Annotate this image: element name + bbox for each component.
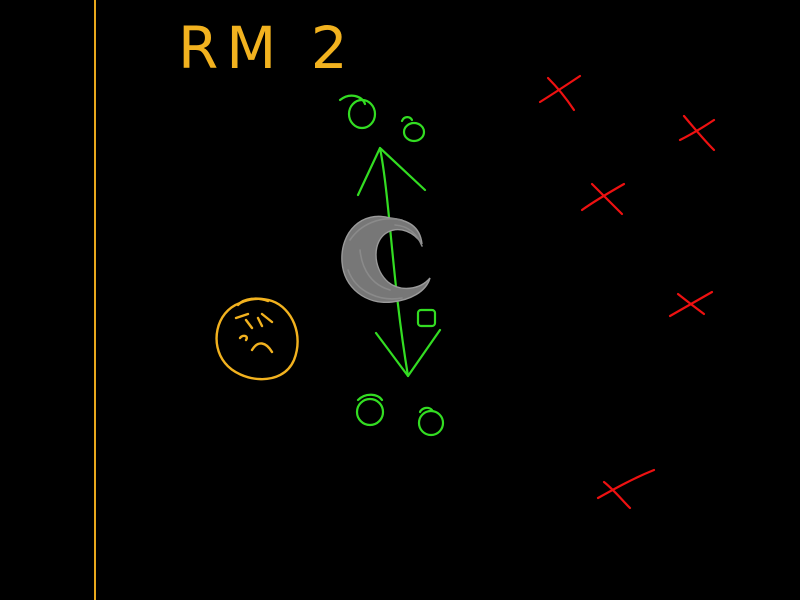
green-marker-bottom-left <box>355 393 385 427</box>
frowning-face-icon <box>215 297 299 381</box>
green-marker-top-left <box>338 94 377 130</box>
x-mark-icon-3 <box>580 182 626 216</box>
x-mark-icon-1 <box>538 74 582 112</box>
room-title: RM 2 <box>178 14 356 82</box>
crescent-icon <box>341 215 431 303</box>
x-mark-icon-2 <box>678 114 716 152</box>
green-marker-top-right <box>400 116 426 143</box>
x-mark-icon-5 <box>596 468 656 510</box>
double-arrow-icon <box>356 146 442 378</box>
x-mark-icon-4 <box>668 290 714 318</box>
green-marker-bottom-right <box>417 406 445 437</box>
green-marker-small-square <box>416 308 437 328</box>
